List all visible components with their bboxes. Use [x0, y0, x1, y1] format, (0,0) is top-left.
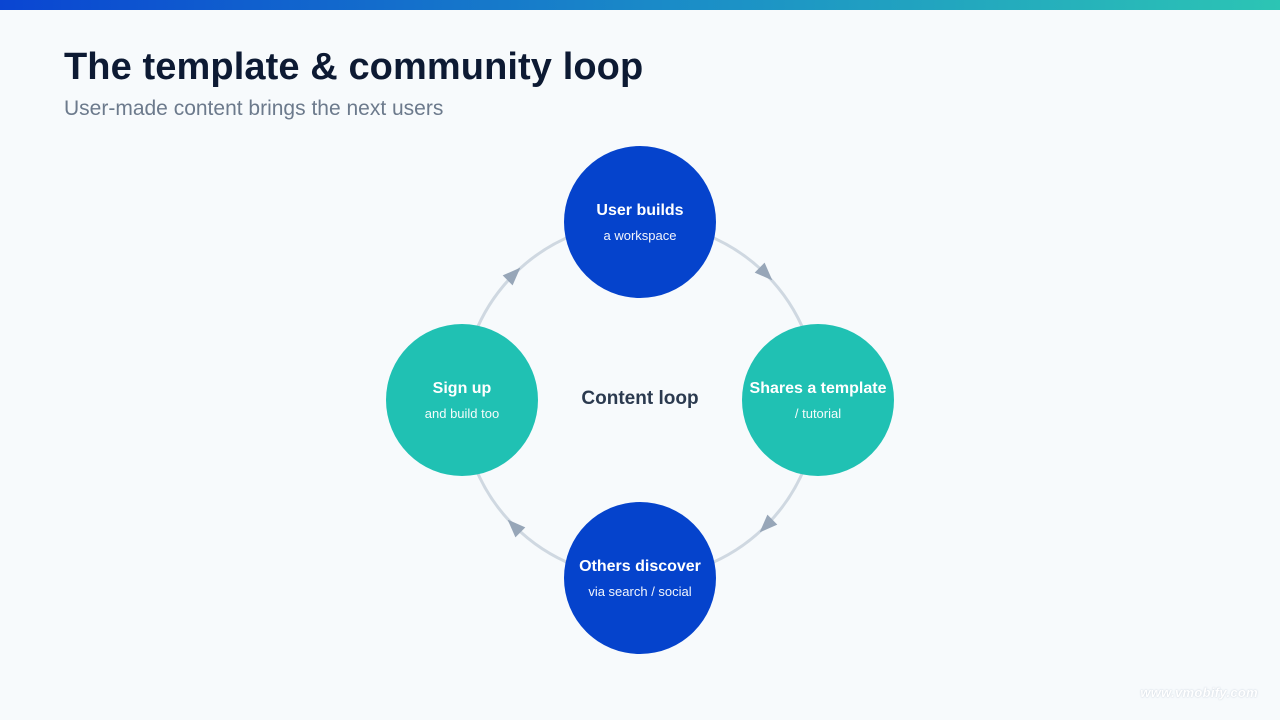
node-title: Shares a template	[749, 379, 887, 397]
node-title: User builds	[596, 201, 684, 219]
node-title: Sign up	[432, 379, 492, 397]
arrow-bottom-right	[759, 514, 778, 533]
loop-node-sign-up: Sign up and build too	[386, 324, 538, 476]
slide-subtitle: User-made content brings the next users	[64, 97, 444, 120]
node-subtitle: / tutorial	[794, 405, 842, 421]
arrow-bottom-left	[507, 519, 526, 538]
node-subtitle: and build too	[424, 405, 500, 421]
node-subtitle: via search / social	[588, 583, 692, 599]
arrow-top-left	[502, 267, 521, 286]
loop-node-shares-template: Shares a template / tutorial	[742, 324, 894, 476]
loop-node-others-discover: Others discover via search / social	[564, 502, 716, 654]
watermark: www.vmobify.com	[1140, 685, 1258, 700]
top-accent-bar	[0, 0, 1280, 10]
node-subtitle: a workspace	[603, 227, 677, 243]
loop-center-label: Content loop	[581, 388, 699, 409]
arrow-top-right	[754, 262, 773, 281]
loop-node-user-builds: User builds a workspace	[564, 146, 716, 298]
node-title: Others discover	[579, 557, 701, 575]
slide-title: The template & community loop	[64, 46, 644, 88]
